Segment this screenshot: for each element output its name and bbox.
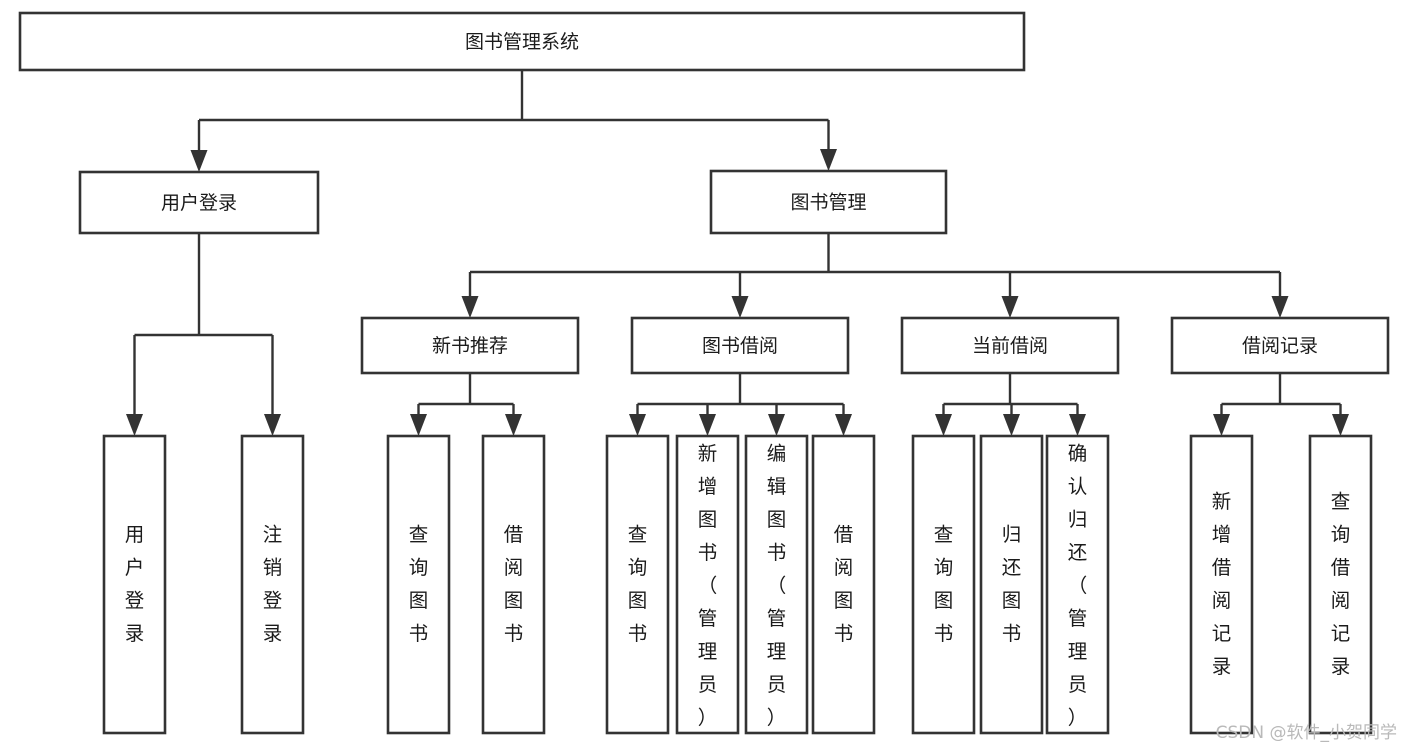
node-label-leaf-borrow-book-1: 借阅图书 [504, 523, 524, 645]
node-box-new-book-rec [360, 316, 580, 375]
node-leaf-query-book-2[interactable]: 查询图书 [605, 434, 670, 735]
arrow-head-book-manage [820, 149, 837, 171]
arrow-head-leaf-borrow-book-1 [505, 414, 522, 436]
node-label-book-manage: 图书管理 [790, 192, 866, 214]
node-label-leaf-add-record: 新增借阅记录 [1212, 490, 1232, 678]
node-leaf-return-book[interactable]: 归还图书 [979, 434, 1044, 735]
node-leaf-add-record[interactable]: 新增借阅记录 [1189, 434, 1254, 735]
arrow-head-leaf-query-book-1 [410, 414, 427, 436]
node-box-leaf-return-book [979, 434, 1044, 735]
nodes-layer: 图书管理系统用户登录图书管理新书推荐图书借阅当前借阅借阅记录用户登录注销登录查询… [18, 11, 1390, 735]
arrow-head-leaf-confirm-return [1069, 414, 1086, 436]
arrow-head-leaf-edit-book [768, 414, 785, 436]
arrow-head-new-book-rec [461, 296, 479, 318]
node-leaf-confirm-return[interactable]: 确认归还（管理员） [1045, 434, 1110, 735]
node-leaf-logout[interactable]: 注销登录 [240, 434, 305, 735]
node-leaf-edit-book[interactable]: 编辑图书（管理员） [744, 434, 809, 735]
node-leaf-add-book[interactable]: 新增图书（管理员） [675, 434, 740, 735]
node-book-manage[interactable]: 图书管理 [709, 169, 948, 235]
node-box-leaf-user-login [102, 434, 167, 735]
node-label-current-borrow: 当前借阅 [972, 335, 1048, 357]
arrow-head-current-borrow [1001, 296, 1019, 318]
node-label-borrow-record: 借阅记录 [1242, 335, 1318, 357]
node-leaf-borrow-book-1[interactable]: 借阅图书 [481, 434, 546, 735]
arrow-head-user-login [190, 150, 208, 172]
node-box-current-borrow [900, 316, 1120, 375]
node-label-leaf-confirm-return: 确认归还（管理员） [1068, 442, 1088, 729]
node-box-book-borrow [630, 316, 850, 375]
node-book-borrow[interactable]: 图书借阅 [630, 316, 850, 375]
node-label-new-book-rec: 新书推荐 [432, 335, 508, 357]
arrow-head-leaf-add-record [1213, 414, 1230, 436]
arrow-head-leaf-borrow-book-2 [835, 414, 852, 436]
node-leaf-query-book-1[interactable]: 查询图书 [386, 434, 451, 735]
node-box-leaf-query-book-2 [605, 434, 670, 735]
node-box-leaf-add-record [1189, 434, 1254, 735]
node-current-borrow[interactable]: 当前借阅 [900, 316, 1120, 375]
node-new-book-rec[interactable]: 新书推荐 [360, 316, 580, 375]
node-label-leaf-logout: 注销登录 [263, 523, 283, 645]
node-root[interactable]: 图书管理系统 [18, 11, 1026, 72]
node-borrow-record[interactable]: 借阅记录 [1170, 316, 1390, 375]
arrow-head-leaf-add-book [699, 414, 716, 436]
node-leaf-borrow-book-2[interactable]: 借阅图书 [811, 434, 876, 735]
node-box-leaf-borrow-book-1 [481, 434, 546, 735]
arrow-head-leaf-query-book-3 [935, 414, 952, 436]
node-box-leaf-logout [240, 434, 305, 735]
node-box-leaf-confirm-return [1045, 434, 1110, 735]
node-label-leaf-query-book-3: 查询图书 [934, 523, 954, 645]
node-box-book-manage [709, 169, 948, 235]
node-label-leaf-query-record: 查询借阅记录 [1331, 490, 1351, 678]
node-box-borrow-record [1170, 316, 1390, 375]
node-leaf-query-record[interactable]: 查询借阅记录 [1308, 434, 1373, 735]
arrow-head-leaf-query-book-2 [629, 414, 646, 436]
node-label-leaf-edit-book: 编辑图书（管理员） [767, 442, 787, 729]
node-label-user-login: 用户登录 [161, 192, 237, 214]
node-box-root [18, 11, 1026, 72]
node-box-leaf-query-book-3 [911, 434, 976, 735]
arrow-head-book-borrow [731, 296, 749, 318]
node-user-login[interactable]: 用户登录 [78, 170, 320, 235]
node-box-leaf-edit-book [744, 434, 809, 735]
node-label-root: 图书管理系统 [465, 31, 579, 53]
edges-layer [126, 70, 1349, 436]
arrow-head-leaf-logout [264, 414, 281, 436]
arrow-head-leaf-query-record [1332, 414, 1349, 436]
arrow-head-leaf-return-book [1003, 414, 1020, 436]
node-label-leaf-borrow-book-2: 借阅图书 [834, 523, 854, 645]
arrow-head-leaf-user-login [126, 414, 143, 436]
node-label-leaf-return-book: 归还图书 [1002, 523, 1022, 645]
arrow-head-borrow-record [1271, 296, 1289, 318]
node-label-leaf-query-book-1: 查询图书 [409, 523, 429, 645]
node-box-leaf-query-book-1 [386, 434, 451, 735]
node-leaf-user-login[interactable]: 用户登录 [102, 434, 167, 735]
node-box-user-login [78, 170, 320, 235]
node-label-leaf-user-login: 用户登录 [125, 523, 145, 645]
node-leaf-query-book-3[interactable]: 查询图书 [911, 434, 976, 735]
node-label-leaf-query-book-2: 查询图书 [628, 523, 648, 645]
node-label-leaf-add-book: 新增图书（管理员） [698, 442, 718, 729]
node-box-leaf-add-book [675, 434, 740, 735]
node-box-leaf-borrow-book-2 [811, 434, 876, 735]
node-label-book-borrow: 图书借阅 [702, 335, 778, 357]
node-box-leaf-query-record [1308, 434, 1373, 735]
